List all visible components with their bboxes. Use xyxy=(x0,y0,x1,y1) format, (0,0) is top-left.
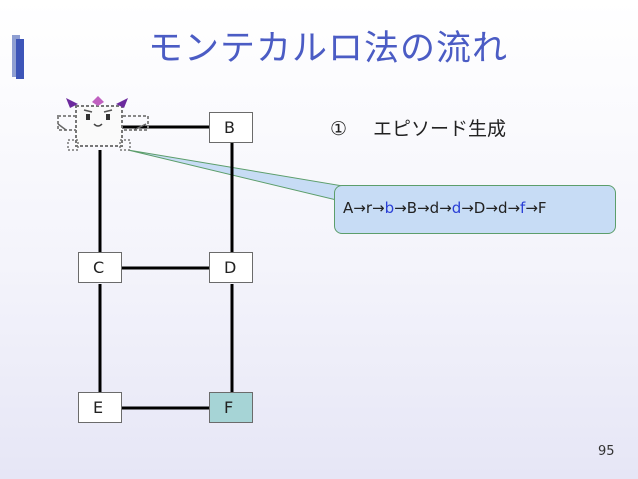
title-accent-bar-inner xyxy=(16,39,24,79)
episode-arrow: → xyxy=(439,199,452,217)
episode-arrow: → xyxy=(417,199,430,217)
episode-token: F xyxy=(537,199,547,217)
callout-pointer xyxy=(127,149,350,204)
node-f-goal: F xyxy=(209,392,253,423)
node-d: D xyxy=(209,252,253,283)
step-heading: ① エピソード生成 xyxy=(330,114,506,144)
episode-token: D xyxy=(473,199,486,217)
episode-token: r xyxy=(365,199,373,217)
episode-arrow: → xyxy=(353,199,366,217)
episode-arrow: → xyxy=(525,199,538,217)
agent-character-icon xyxy=(57,96,149,151)
page-number: 95 xyxy=(598,444,615,459)
step-number: ① xyxy=(330,118,348,140)
node-c: C xyxy=(78,252,122,283)
episode-sequence: A→r→b→B→d→d→D→d→f→F xyxy=(343,196,547,220)
episode-token: A xyxy=(343,199,354,217)
episode-arrow: → xyxy=(485,199,498,217)
node-e: E xyxy=(78,392,122,423)
episode-arrow: → xyxy=(461,199,474,217)
episode-arrow: → xyxy=(372,199,385,217)
episode-token: d xyxy=(429,199,440,217)
episode-token: d xyxy=(497,199,508,217)
episode-token: d xyxy=(451,199,462,217)
episode-arrow: → xyxy=(394,199,407,217)
episode-callout xyxy=(334,185,616,234)
episode-token: b xyxy=(384,199,395,217)
step-label: エピソード生成 xyxy=(373,118,507,140)
node-b: B xyxy=(209,112,253,143)
episode-token: B xyxy=(406,199,417,217)
episode-arrow: → xyxy=(507,199,521,217)
episode-token: f xyxy=(520,199,526,217)
slide-title: モンテカルロ法の流れ xyxy=(148,29,509,69)
